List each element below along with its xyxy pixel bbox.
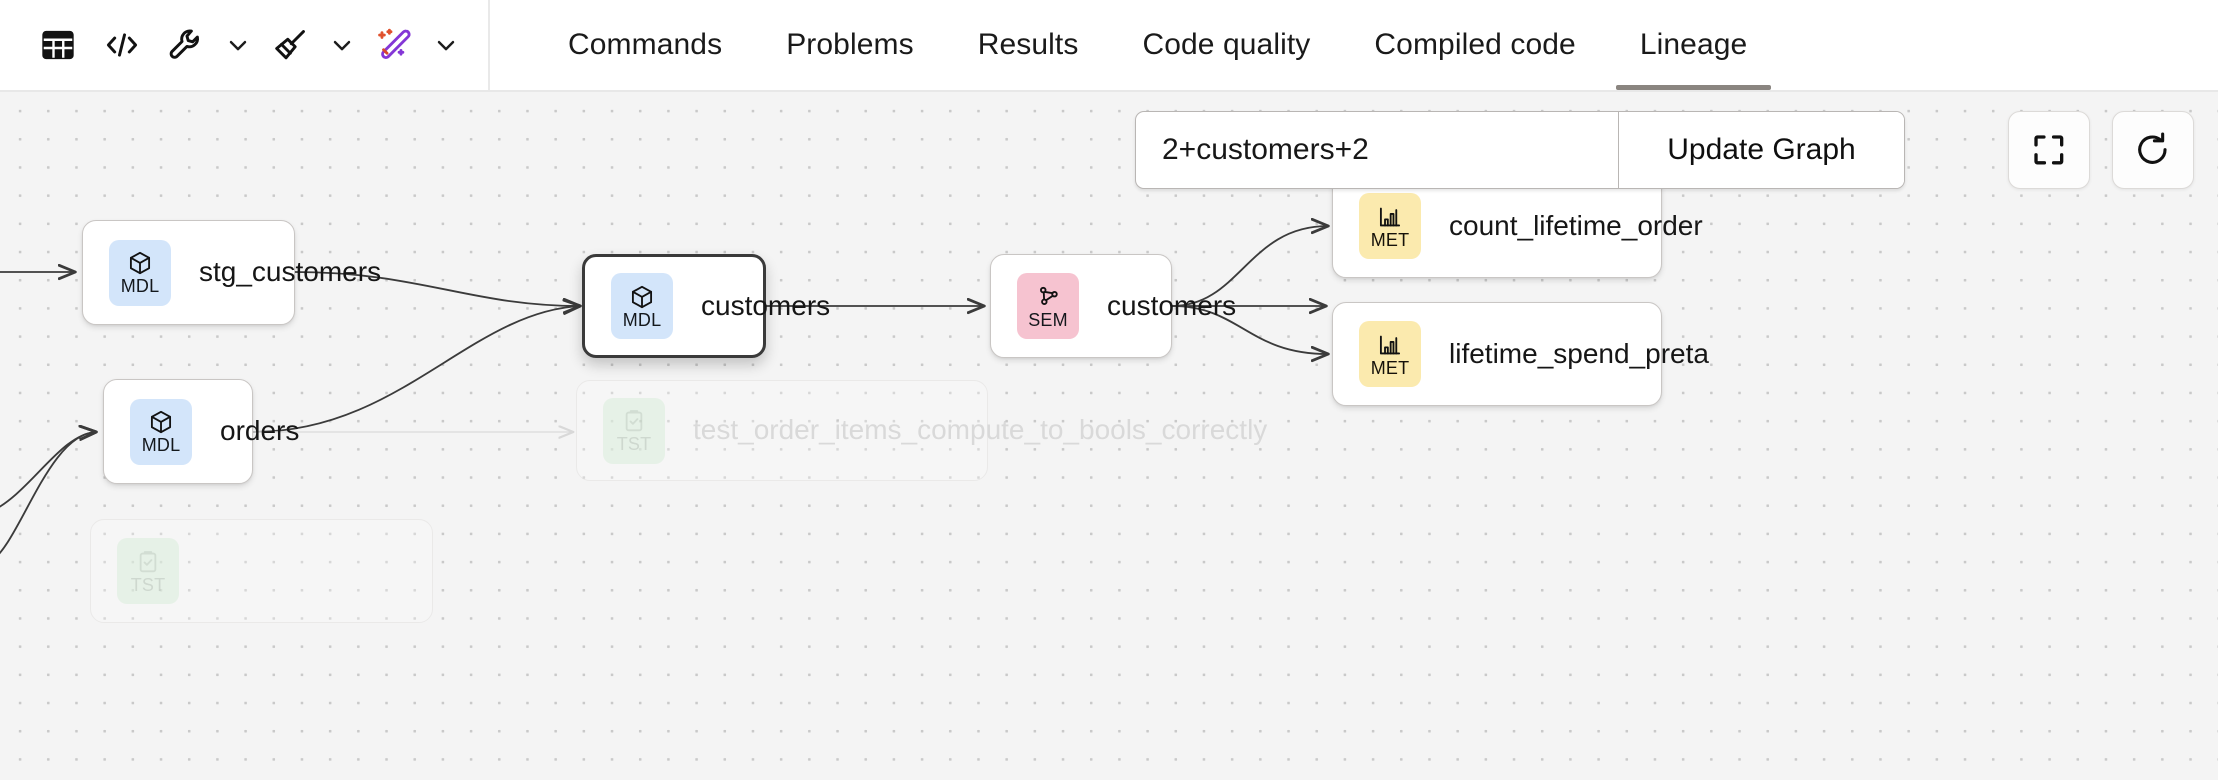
node-type-badge-tst: TST xyxy=(117,538,179,604)
chevron-down-icon[interactable] xyxy=(426,17,466,73)
node-type-badge-met: MET xyxy=(1359,193,1421,259)
badge-label: MDL xyxy=(141,435,181,455)
refresh-icon xyxy=(2138,132,2167,164)
refresh-button[interactable] xyxy=(2112,111,2194,189)
broom-menu[interactable] xyxy=(258,13,362,77)
badge-label: MET xyxy=(1370,357,1410,378)
clipboard-check-icon xyxy=(139,550,157,572)
magic-wand-icon[interactable] xyxy=(362,13,426,77)
lineage-canvas[interactable]: MDL stg_customers MDL orders MDL custome… xyxy=(0,92,2218,780)
node-type-badge-tst: TST xyxy=(603,397,665,464)
node-label: lifetime_spend_preta xyxy=(1449,337,1709,369)
chevron-down-icon[interactable] xyxy=(218,17,258,73)
node-label: count_lifetime_order xyxy=(1449,209,1703,241)
semantic-graph-icon xyxy=(1040,286,1058,305)
node-label: orders xyxy=(220,415,300,447)
graph-node-test-order-items[interactable]: TST test_order_items_compute_to_bools_co… xyxy=(576,380,1267,481)
node-label: customers xyxy=(701,289,831,321)
graph-node-customers-sem[interactable]: SEM customers xyxy=(990,254,1236,358)
table-view-icon[interactable] xyxy=(26,13,90,77)
tab-commands[interactable]: Commands xyxy=(568,28,723,61)
tab-bar: Commands Problems Results Code quality C… xyxy=(490,0,1779,90)
cube-icon xyxy=(150,410,172,434)
badge-label: MDL xyxy=(622,309,662,330)
graph-node-count-lifetime-orders[interactable]: MET count_lifetime_order xyxy=(1332,174,1703,278)
bar-chart-icon xyxy=(1379,335,1401,354)
wrench-icon[interactable] xyxy=(154,13,218,77)
magic-wand-menu[interactable] xyxy=(362,13,466,77)
update-graph-button[interactable]: Update Graph xyxy=(1618,112,1904,188)
graph-controls xyxy=(2008,111,2194,189)
node-label: test_order_items_compute_to_bools_correc… xyxy=(693,414,1268,446)
badge-label: MDL xyxy=(120,276,160,296)
node-label: stg_customers xyxy=(199,256,382,288)
tab-problems[interactable]: Problems xyxy=(786,28,914,61)
wrench-menu[interactable] xyxy=(154,13,258,77)
graph-node-lifetime-spend-pretax[interactable]: MET lifetime_spend_preta xyxy=(1332,302,1709,406)
fit-view-icon xyxy=(2034,135,2064,165)
code-view-icon[interactable] xyxy=(90,13,154,77)
node-label: customers xyxy=(1107,289,1237,321)
tab-results[interactable]: Results xyxy=(977,28,1079,61)
node-type-badge-mdl: MDL xyxy=(109,239,171,306)
broom-icon[interactable] xyxy=(258,13,322,77)
graph-search-input[interactable] xyxy=(1136,112,1618,188)
top-toolbar: Commands Problems Results Code quality C… xyxy=(0,0,2218,92)
badge-label: MET xyxy=(1370,229,1410,250)
tool-button-group xyxy=(0,0,490,90)
bar-chart-icon xyxy=(1379,207,1401,226)
node-type-badge-mdl: MDL xyxy=(611,273,673,339)
graph-node-stg-customers[interactable]: MDL stg_customers xyxy=(82,220,381,325)
clipboard-check-icon xyxy=(625,410,643,432)
badge-label: TST xyxy=(616,434,652,454)
badge-label: SEM xyxy=(1028,309,1068,330)
graph-node-orders[interactable]: MDL orders xyxy=(103,379,299,484)
node-type-badge-sem: SEM xyxy=(1017,273,1079,339)
graph-node-test-partial[interactable]: TST xyxy=(90,519,433,623)
tab-code-quality[interactable]: Code quality xyxy=(1142,28,1311,61)
graph-node-customers-mdl[interactable]: MDL customers xyxy=(582,254,830,358)
node-type-badge-mdl: MDL xyxy=(130,398,192,465)
cube-icon xyxy=(129,251,151,275)
node-type-badge-met: MET xyxy=(1359,321,1421,387)
badge-label: TST xyxy=(130,574,166,595)
graph-search-bar: Update Graph xyxy=(1135,111,1905,189)
cube-icon xyxy=(631,285,653,308)
chevron-down-icon[interactable] xyxy=(322,17,362,73)
tab-compiled-code[interactable]: Compiled code xyxy=(1374,28,1576,61)
tab-lineage[interactable]: Lineage xyxy=(1608,0,1779,90)
fit-view-button[interactable] xyxy=(2008,111,2090,189)
